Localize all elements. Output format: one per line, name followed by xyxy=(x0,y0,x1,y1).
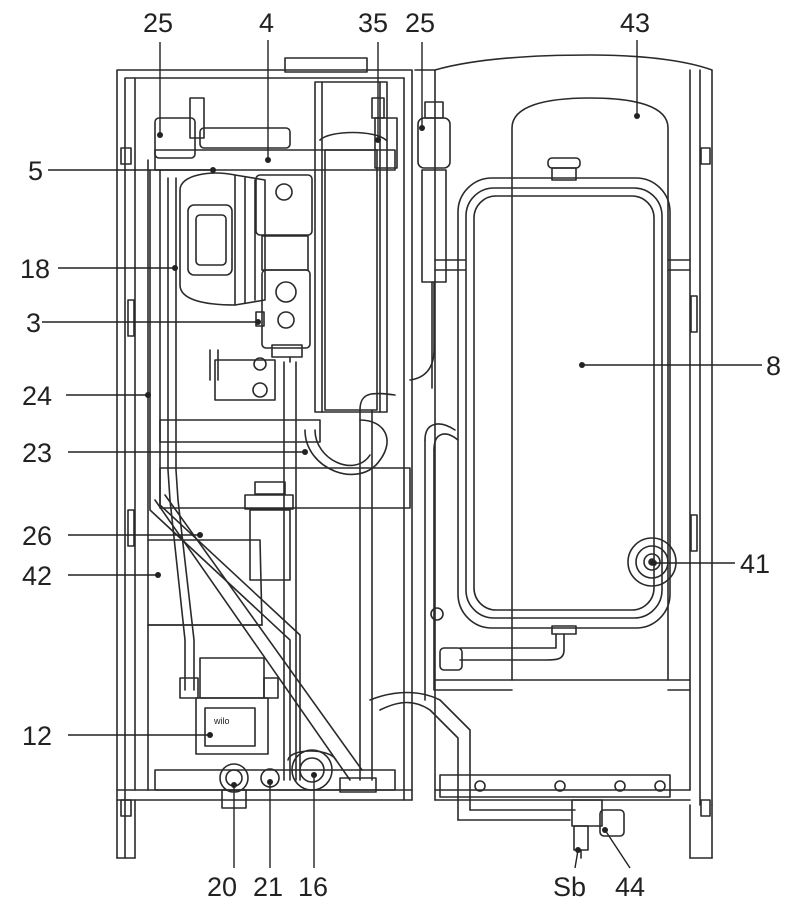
label-8: 8 xyxy=(766,351,781,381)
label-44: 44 xyxy=(615,872,645,902)
leader-lines xyxy=(42,40,762,869)
pump-brand-tag: wilo xyxy=(213,716,230,726)
label-43: 43 xyxy=(620,8,650,38)
label-sb: Sb xyxy=(553,872,586,902)
bottom-manifold-right xyxy=(439,774,671,859)
label-4: 4 xyxy=(259,8,274,38)
label-3: 3 xyxy=(26,308,41,338)
label-42: 42 xyxy=(22,561,52,591)
left-cabinet-frame xyxy=(116,69,413,859)
label-18: 18 xyxy=(20,254,50,284)
pump-12 xyxy=(179,657,279,755)
label-5: 5 xyxy=(28,156,43,186)
pipe-network xyxy=(149,169,576,821)
component-4 xyxy=(255,174,313,271)
label-25-right: 25 xyxy=(405,8,435,38)
gas-valve-3 xyxy=(255,269,311,363)
support-bracket xyxy=(159,349,411,509)
label-35: 35 xyxy=(358,8,388,38)
component-26 xyxy=(244,481,294,581)
label-24: 24 xyxy=(22,381,52,411)
label-26: 26 xyxy=(22,521,52,551)
label-16: 16 xyxy=(298,872,328,902)
heat-exchanger xyxy=(284,57,388,413)
label-25-left: 25 xyxy=(143,8,173,38)
fan-assembly-18 xyxy=(179,172,266,306)
label-41: 41 xyxy=(740,549,770,579)
top-manifold xyxy=(154,97,398,171)
label-20: 20 xyxy=(207,872,237,902)
label-21: 21 xyxy=(253,872,283,902)
label-12: 12 xyxy=(22,721,52,751)
leader-dots xyxy=(145,113,657,853)
label-23: 23 xyxy=(22,438,52,468)
storage-tank-43 xyxy=(434,97,691,691)
callout-labels: 25 4 35 25 43 5 18 3 8 24 23 26 42 41 12… xyxy=(20,8,781,902)
right-cabinet-frame xyxy=(414,54,713,859)
air-vent-25-right xyxy=(409,101,451,389)
component-42 xyxy=(147,539,263,626)
expansion-vessel-8 xyxy=(457,157,671,635)
